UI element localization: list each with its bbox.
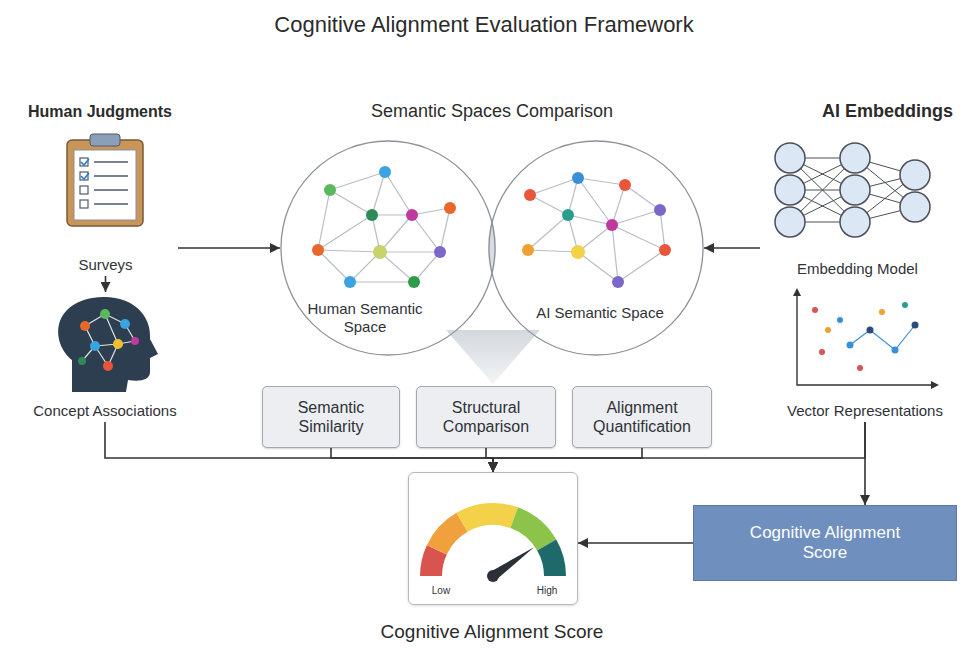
gauge-dial	[408, 472, 578, 605]
icon-node: Embedding Model	[760, 140, 955, 280]
node-text: Semantic Similarity	[271, 398, 391, 436]
circle-grounds	[280, 140, 704, 384]
connector	[493, 448, 642, 472]
head-icon	[58, 297, 158, 392]
section-heading: AI Embeddings	[822, 101, 962, 123]
node-text: Vector Representations	[787, 402, 943, 420]
section-heading: Human Judgments	[28, 102, 228, 121]
node-text: Alignment Quantification	[581, 398, 703, 436]
connector	[704, 247, 760, 249]
ai-network	[528, 178, 665, 282]
connector	[486, 448, 493, 472]
icon-node: Vector Representations	[775, 285, 955, 422]
node-text: AI Semantic Space	[525, 304, 675, 322]
circle-outline	[488, 140, 704, 356]
ai-nodes	[522, 172, 671, 288]
node-text: Surveys	[78, 256, 132, 274]
icon-node: Concept Associations	[15, 292, 195, 422]
section-heading: Semantic Spaces Comparison	[292, 101, 692, 123]
connector	[331, 448, 493, 472]
node-text: Cognitive Alignment Score	[730, 523, 920, 564]
node-text: Structural Comparison	[426, 398, 546, 436]
node-text: Embedding Model	[797, 260, 918, 278]
connector	[105, 276, 107, 292]
node-text: High	[527, 585, 567, 597]
circle-outline	[280, 140, 496, 356]
connector	[178, 247, 280, 249]
node-text: Concept Associations	[33, 402, 176, 420]
process-box: Semantic Similarity	[262, 386, 400, 448]
diagram-caption: Cognitive Alignment Score	[292, 621, 692, 644]
gauge-box: Low High	[408, 472, 578, 605]
semantic-space-circle: AI Semantic Space	[488, 140, 704, 356]
icon-node: Surveys	[33, 128, 178, 276]
node-text: Low	[421, 585, 461, 597]
human-nodes	[312, 166, 456, 288]
diagram-title: Cognitive Alignment Evaluation Framework	[0, 12, 968, 38]
scatter-icon	[793, 288, 939, 389]
score-box: Cognitive Alignment Score	[693, 505, 957, 581]
process-box: Alignment Quantification	[572, 386, 712, 448]
network-icon	[775, 143, 930, 237]
node-text: Human Semantic Space	[300, 300, 430, 336]
connector	[578, 542, 693, 544]
connector	[864, 422, 866, 505]
human-network	[318, 172, 450, 282]
process-box: Structural Comparison	[416, 386, 556, 448]
semantic-space-circle: Human Semantic Space	[280, 140, 496, 356]
clipboard-icon	[67, 134, 143, 226]
